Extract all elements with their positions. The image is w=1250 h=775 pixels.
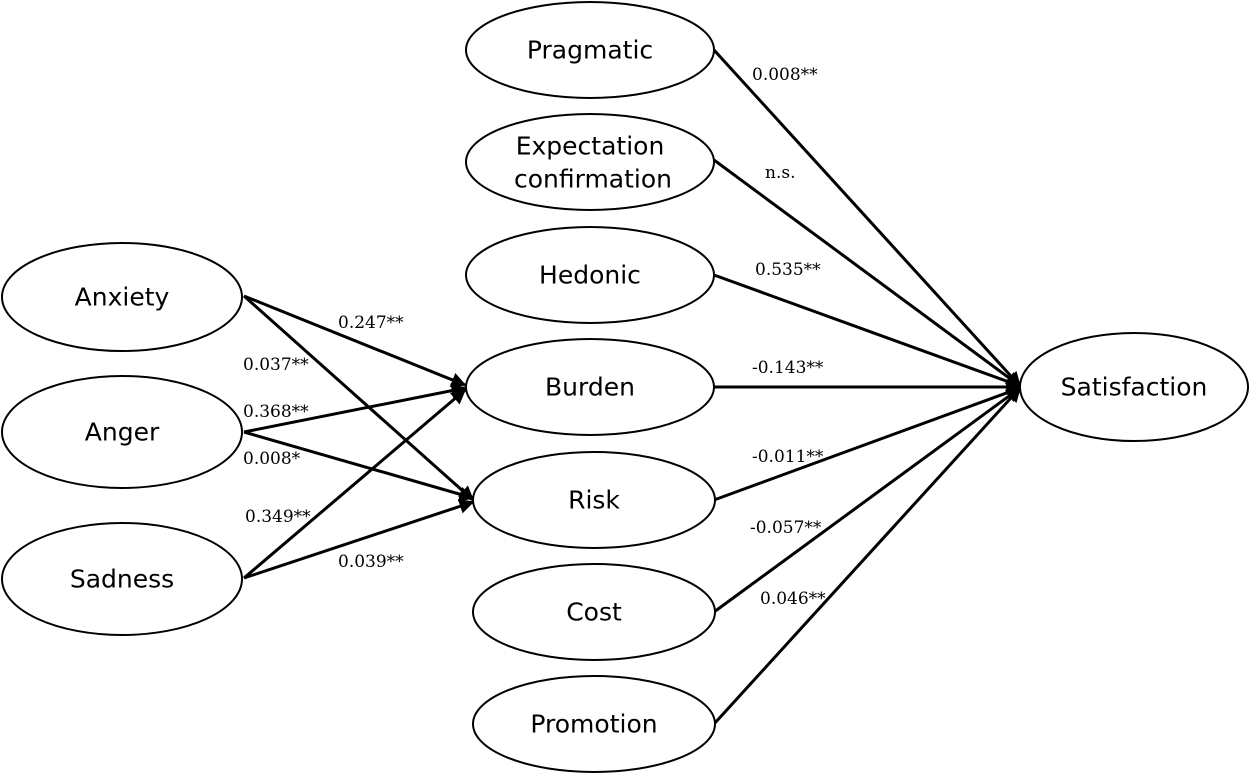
node-promotion-ellipse [472, 675, 716, 773]
node-risk: Risk [472, 451, 716, 549]
node-anger-ellipse [1, 375, 243, 489]
node-pragmatic-label: Pragmatic [527, 36, 653, 65]
edge-anger-burden [243, 383, 467, 434]
edge-sadness-risk [243, 499, 475, 580]
edge-cost-satisfaction [713, 386, 1022, 614]
node-expectation-label-line1: Expectation [516, 132, 665, 161]
node-hedonic-label: Hedonic [539, 261, 641, 290]
edge-sadness-burden [243, 388, 467, 580]
edge-pragmatic-satisfaction [712, 48, 1022, 388]
node-risk-label: Risk [568, 486, 620, 515]
node-risk-ellipse [472, 451, 716, 549]
node-expectation-label-line2: confirmation [514, 165, 672, 194]
node-anxiety-label: Anxiety [75, 283, 170, 312]
edge-label-hedonic-satisfaction: 0.535** [755, 260, 821, 280]
node-satisfaction: Satisfaction [1019, 332, 1249, 442]
node-sadness-label: Sadness [70, 565, 174, 594]
edge-label-anger-burden: 0.368** [243, 402, 309, 422]
node-promotion: Promotion [472, 675, 716, 773]
node-satisfaction-ellipse [1019, 332, 1249, 442]
edge-label-sadness-risk: 0.039** [338, 552, 404, 572]
edge-label-anger-risk: 0.008* [243, 449, 301, 469]
node-hedonic: Hedonic [465, 226, 715, 324]
node-cost-ellipse [472, 563, 716, 661]
node-pragmatic-ellipse [465, 1, 715, 99]
edge-anxiety-burden [243, 294, 467, 387]
node-sadness: Sadness [1, 522, 243, 636]
edges-group [243, 48, 1022, 726]
node-promotion-label: Promotion [530, 710, 657, 739]
edge-anger-risk [243, 430, 475, 502]
edge-label-anxiety-risk: 0.037** [243, 355, 309, 375]
edge-anxiety-risk [243, 294, 475, 502]
edge-label-sadness-burden: 0.349** [245, 507, 311, 527]
node-burden-ellipse [465, 338, 715, 436]
edge-label-expectation-satisfaction: n.s. [765, 163, 795, 183]
node-anger: Anger [1, 375, 243, 489]
edge-label-anxiety-burden: 0.247** [338, 313, 404, 333]
node-burden: Burden [465, 338, 715, 436]
node-anger-label: Anger [85, 418, 160, 447]
edge-labels-group: 0.247** 0.037** 0.368** 0.008* 0.349** 0… [243, 65, 826, 609]
node-satisfaction-label: Satisfaction [1061, 373, 1208, 402]
node-anxiety-ellipse [1, 242, 243, 352]
node-burden-label: Burden [545, 373, 635, 402]
node-pragmatic: Pragmatic [465, 1, 715, 99]
edge-expectation-satisfaction [713, 158, 1022, 388]
node-cost: Cost [472, 563, 716, 661]
node-sadness-ellipse [1, 522, 243, 636]
node-expectation-confirmation-ellipse [465, 113, 715, 211]
node-expectation-confirmation: Expectation confirmation [465, 113, 715, 211]
node-anxiety: Anxiety [1, 242, 243, 352]
edge-risk-satisfaction [713, 385, 1022, 502]
edge-hedonic-satisfaction [713, 273, 1022, 389]
edge-label-cost-satisfaction: -0.057** [750, 518, 822, 538]
edge-promotion-satisfaction [712, 386, 1022, 726]
node-hedonic-ellipse [465, 226, 715, 324]
edge-label-pragmatic-satisfaction: 0.008** [752, 65, 818, 85]
edge-label-burden-satisfaction: -0.143** [752, 358, 824, 378]
edge-label-promotion-satisfaction: 0.046** [760, 589, 826, 609]
edge-label-risk-satisfaction: -0.011** [752, 447, 824, 467]
node-cost-label: Cost [566, 598, 622, 627]
